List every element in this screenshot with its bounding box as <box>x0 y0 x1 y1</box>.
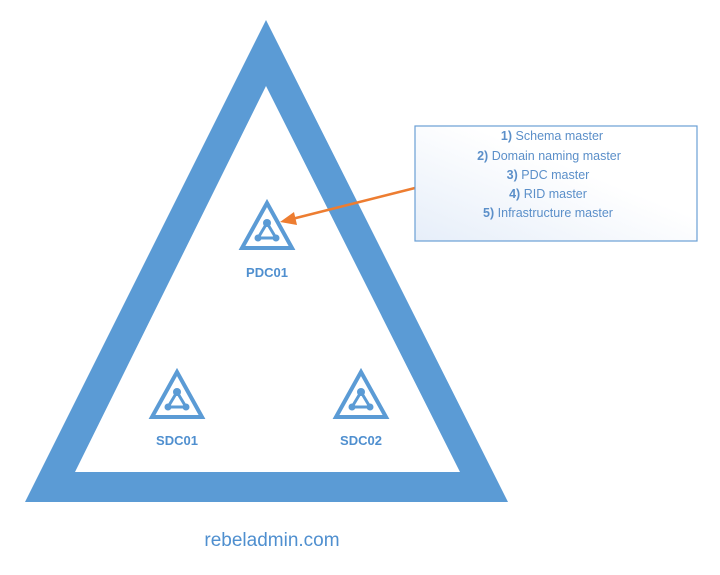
domain-controller-icon <box>334 370 388 419</box>
forest-triangle <box>25 20 508 502</box>
node-pdc01: PDC01 <box>240 201 294 280</box>
node-sdc01: SDC01 <box>150 370 204 448</box>
fsmo-roles-box: 1) Schema master 2) Domain naming master… <box>414 125 698 242</box>
footer-watermark: rebeladmin.com <box>204 530 339 551</box>
domain-controller-icon <box>240 201 294 250</box>
fsmo-role: 4) RID master <box>509 187 587 201</box>
node-sdc02: SDC02 <box>334 370 388 448</box>
fsmo-role: 5) Infrastructure master <box>483 206 613 220</box>
arrowhead-icon <box>280 212 297 225</box>
arrow <box>280 186 416 225</box>
node-label: PDC01 <box>246 265 288 280</box>
fsmo-role: 3) PDC master <box>507 168 590 182</box>
domain-controller-icon <box>150 370 204 419</box>
fsmo-role: 1) Schema master <box>501 129 603 143</box>
node-label: SDC01 <box>156 433 198 448</box>
node-label: SDC02 <box>340 433 382 448</box>
fsmo-role: 2) Domain naming master <box>477 149 621 163</box>
